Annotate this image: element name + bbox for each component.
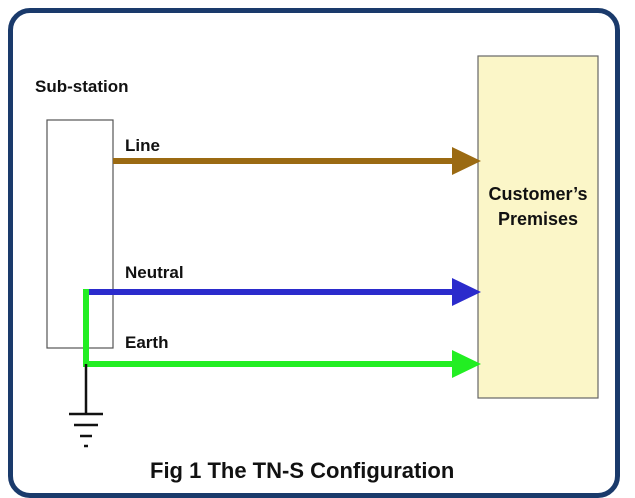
neutral-conductor — [86, 278, 481, 306]
line-arrowhead — [452, 147, 481, 175]
earth-arrowhead — [452, 350, 481, 378]
line-conductor — [113, 147, 481, 175]
substation-label: Sub-station — [35, 77, 129, 96]
premises-box — [477, 55, 599, 399]
premises-label: Customer’s Premises — [478, 182, 598, 232]
substation-box — [46, 119, 114, 349]
diagram-canvas — [46, 55, 599, 448]
line-label: Line — [125, 136, 160, 155]
neutral-label: Neutral — [125, 263, 184, 282]
earth-label: Earth — [125, 333, 169, 352]
neutral-arrowhead — [452, 278, 481, 306]
ground-icon — [69, 364, 103, 448]
premises-label-line1: Customer’s — [488, 184, 588, 204]
earth-conductor — [83, 289, 481, 378]
premises-label-line2: Premises — [497, 209, 579, 229]
figure-caption: Fig 1 The TN-S Configuration — [150, 458, 455, 483]
